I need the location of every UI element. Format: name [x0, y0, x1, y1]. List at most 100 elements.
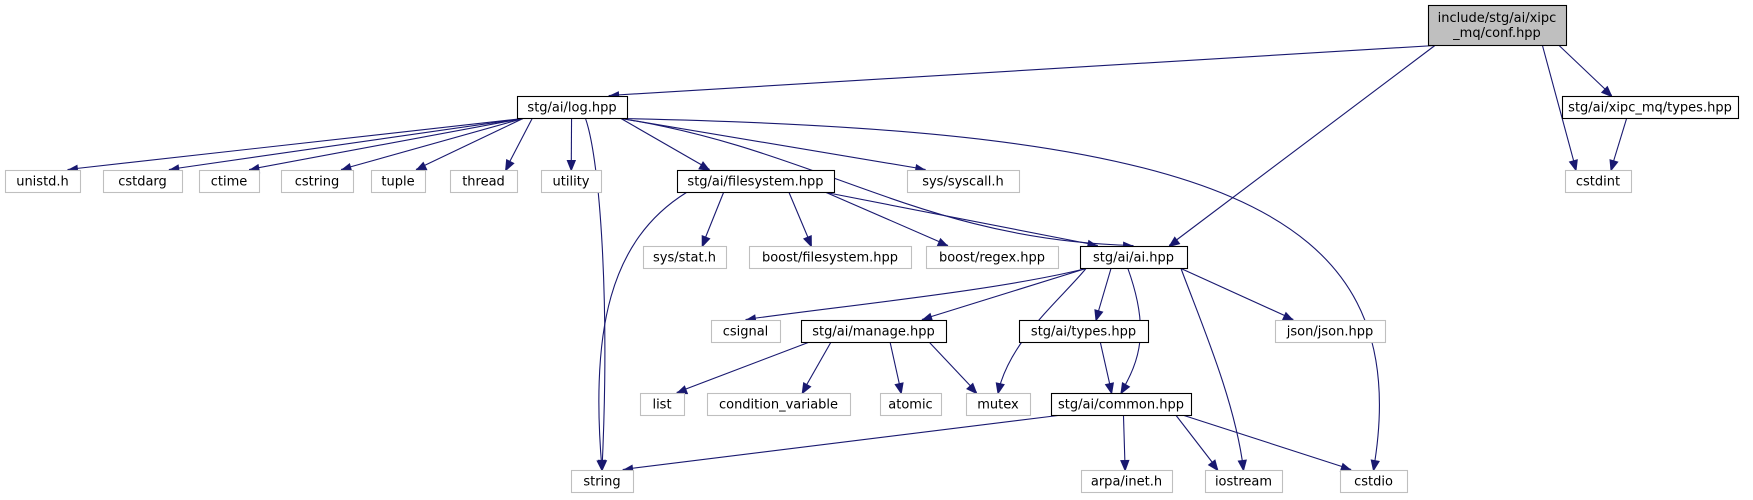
node-label: boost/regex.hpp [939, 251, 1045, 266]
arrowhead [802, 234, 812, 248]
edge-xtypes-to-cstdint [1609, 118, 1628, 172]
node-fs[interactable]: stg/ai/filesystem.hpp [676, 169, 836, 194]
node-box [516, 95, 629, 120]
edge-manage-to-condvar [801, 342, 832, 395]
edge-ai-to-csignal [744, 267, 1087, 324]
edge-log-to-unistd [66, 117, 524, 175]
node-utility: utility [540, 169, 603, 194]
arrowhead [701, 234, 711, 248]
node-label: sys/syscall.h [922, 175, 1004, 190]
node-box [1018, 319, 1150, 344]
node-box [676, 169, 836, 194]
edges [66, 44, 1628, 474]
edge-conf-to-log [607, 44, 1435, 101]
edge-log-to-fs [620, 118, 711, 172]
arrowhead [1094, 309, 1104, 322]
edge-fs-to-bregex [825, 191, 950, 248]
node-label: arpa/inet.h [1091, 475, 1162, 490]
node-label: tuple [381, 175, 414, 190]
node-label: condition_variable [719, 398, 838, 413]
node-box [748, 245, 913, 270]
arrowhead [1609, 159, 1619, 172]
edge-common-to-inet [1120, 415, 1130, 472]
arrowhead [1237, 459, 1247, 472]
edge-fs-to-bfs [788, 192, 812, 248]
edge-common-to-string [621, 414, 1059, 474]
arrowhead [1104, 382, 1114, 395]
edge-log-to-ctime [247, 117, 524, 174]
arrowhead [936, 237, 950, 248]
node-label: stg/ai/log.hpp [527, 101, 616, 116]
node-conf[interactable]: include/stg/ai/xipc_mq/conf.hpp [1427, 4, 1568, 47]
edge-log-to-cstdio [620, 117, 1381, 472]
node-label: cstring [295, 175, 339, 190]
node-csignal: csignal [710, 319, 782, 344]
node-ai[interactable]: stg/ai/ai.hpp [1079, 245, 1189, 270]
node-stat: sys/stat.h [642, 245, 728, 270]
node-box [570, 469, 635, 494]
arrowhead [414, 161, 428, 172]
arrowhead [1168, 236, 1181, 248]
node-types[interactable]: stg/ai/types.hpp [1018, 319, 1150, 344]
arrowhead [1207, 459, 1219, 472]
arrowhead [566, 159, 577, 172]
edge-types-to-common [1099, 342, 1114, 395]
node-cstring: cstring [280, 169, 355, 194]
arrowhead [966, 382, 978, 395]
node-inet: arpa/inet.h [1080, 469, 1174, 494]
node-iostream: iostream [1204, 469, 1284, 494]
node-box [1079, 245, 1189, 270]
node-label: cstdint [1576, 175, 1620, 190]
node-ctime: ctime [198, 169, 261, 194]
node-label: thread [462, 175, 505, 190]
node-box [879, 392, 943, 417]
edge-log-to-cstring [339, 117, 524, 173]
node-atomic: atomic [879, 392, 943, 417]
edge-conf-to-ai [1168, 45, 1436, 248]
node-box [639, 392, 686, 417]
edge-conf-to-xtypes [1558, 45, 1613, 98]
node-box [1427, 4, 1568, 47]
node-label: sys/stat.h [653, 251, 716, 266]
node-label: json/json.hpp [1286, 325, 1373, 340]
node-label: stg/ai/ai.hpp [1093, 251, 1174, 266]
edge-fs-to-stat [701, 192, 725, 248]
edge-common-to-iostream [1175, 415, 1219, 472]
arrowhead [1568, 159, 1578, 172]
node-box [1339, 469, 1409, 494]
node-box [706, 392, 852, 417]
node-log[interactable]: stg/ai/log.hpp [516, 95, 629, 120]
node-box [1561, 95, 1740, 120]
node-string: string [570, 469, 635, 494]
edge-log-to-utility [566, 118, 577, 172]
edge-manage-to-list [675, 341, 809, 395]
arrowhead [675, 385, 689, 395]
node-syscall: sys/syscall.h [906, 169, 1021, 194]
node-json: json/json.hpp [1274, 319, 1387, 344]
node-label: iostream [1215, 475, 1272, 490]
node-box [906, 169, 1021, 194]
node-xtypes[interactable]: stg/ai/xipc_mq/types.hpp [1561, 95, 1740, 120]
node-label: cstdarg [118, 175, 167, 190]
arrowhead [505, 158, 515, 172]
arrowhead [1600, 85, 1613, 98]
node-label: include/stg/ai/xipc [1438, 11, 1557, 26]
arrowhead [596, 459, 606, 472]
edge-ai-to-types [1094, 268, 1112, 322]
node-box [1050, 392, 1193, 417]
edge-manage-to-atomic [889, 342, 904, 395]
arrowhead [1370, 459, 1380, 472]
node-cstdio: cstdio [1339, 469, 1409, 494]
node-box [280, 169, 355, 194]
node-box [1080, 469, 1174, 494]
node-box [710, 319, 782, 344]
node-label: cstdio [1354, 475, 1393, 490]
node-label: _mq/conf.hpp [1452, 26, 1541, 41]
node-label: stg/ai/types.hpp [1031, 325, 1136, 340]
node-common[interactable]: stg/ai/common.hpp [1050, 392, 1193, 417]
node-label: mutex [977, 398, 1019, 413]
node-condvar: condition_variable [706, 392, 852, 417]
node-manage[interactable]: stg/ai/manage.hpp [800, 319, 948, 344]
edge-log-to-tuple [414, 118, 524, 172]
node-box [198, 169, 261, 194]
